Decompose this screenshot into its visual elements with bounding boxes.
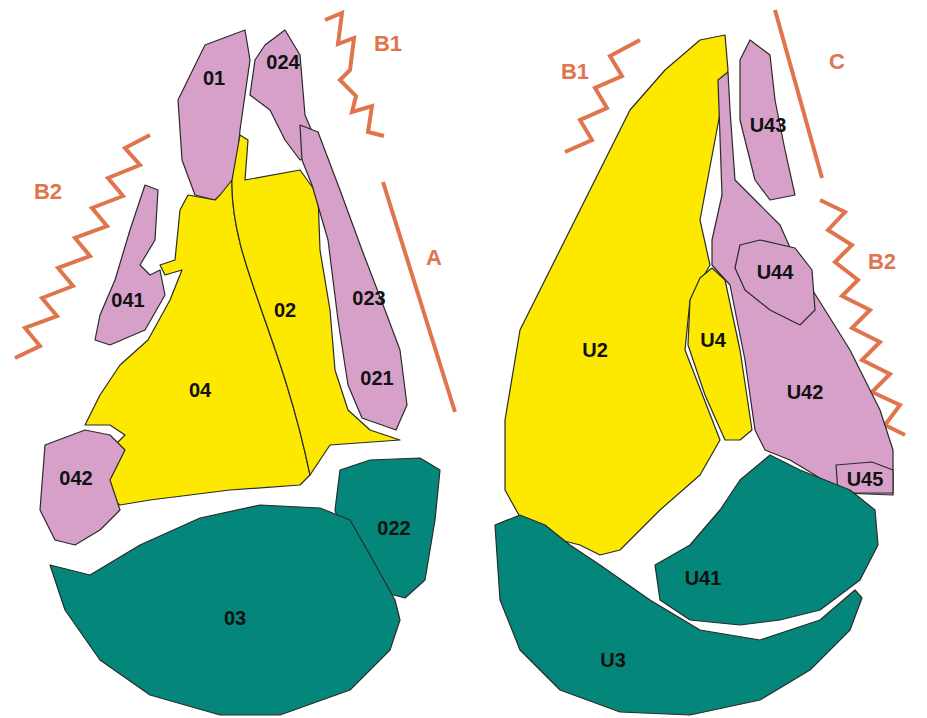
fragment-label: 04 (189, 380, 211, 400)
fragment-label: 024 (266, 52, 299, 72)
fragment-label: U42 (787, 382, 824, 402)
region-label: B1 (561, 61, 589, 83)
fragment-region: U43 (738, 38, 797, 202)
fragment-label: 042 (59, 468, 92, 488)
fragment-label: 021 (360, 368, 393, 388)
region-label: A (426, 247, 442, 269)
fragment-label: 01 (203, 68, 225, 88)
fragment-shape (95, 185, 165, 345)
fragment-region: U42 U44U45 (710, 70, 895, 497)
fragment-shape (300, 125, 407, 430)
fragment-label: U3 (600, 650, 626, 670)
fragment-label: U4 (700, 330, 726, 350)
fragment-region: 03 (48, 503, 402, 717)
region-label: B2 (34, 181, 62, 203)
fragment-shape (735, 240, 815, 325)
fragment-outline (93, 183, 167, 347)
fragment-shape (495, 515, 862, 715)
fragment-region: 023 021 (298, 123, 409, 432)
fragment-label: 03 (224, 608, 246, 628)
fragment-label: 022 (377, 518, 410, 538)
fragment-shape (712, 72, 893, 495)
fragment-label: 02 (274, 300, 296, 320)
fragment-region: U3 (493, 513, 864, 717)
fragment-label: U44 (757, 262, 794, 282)
fragment-region: U44 (733, 238, 817, 327)
fragment-label: U41 (685, 568, 722, 588)
fragment-region: 041 (93, 183, 167, 347)
fragment-shape (50, 505, 400, 715)
region-label: B2 (868, 251, 896, 273)
zigzag-line (325, 13, 384, 136)
fragment-label: U45 (847, 469, 884, 489)
fragment-label: U2 (582, 340, 608, 360)
fragment-shape (40, 430, 125, 545)
fragment-outline (733, 238, 817, 327)
fragment-label: 041 (111, 290, 144, 310)
fragment-region: 042 (38, 428, 127, 547)
region-label: B1 (374, 33, 402, 55)
fragment-label: U43 (750, 115, 787, 135)
fragment-shape (740, 40, 795, 200)
fragment-label: 023 (352, 288, 385, 308)
fragment-outline (493, 513, 864, 717)
region-label: C (829, 51, 845, 73)
